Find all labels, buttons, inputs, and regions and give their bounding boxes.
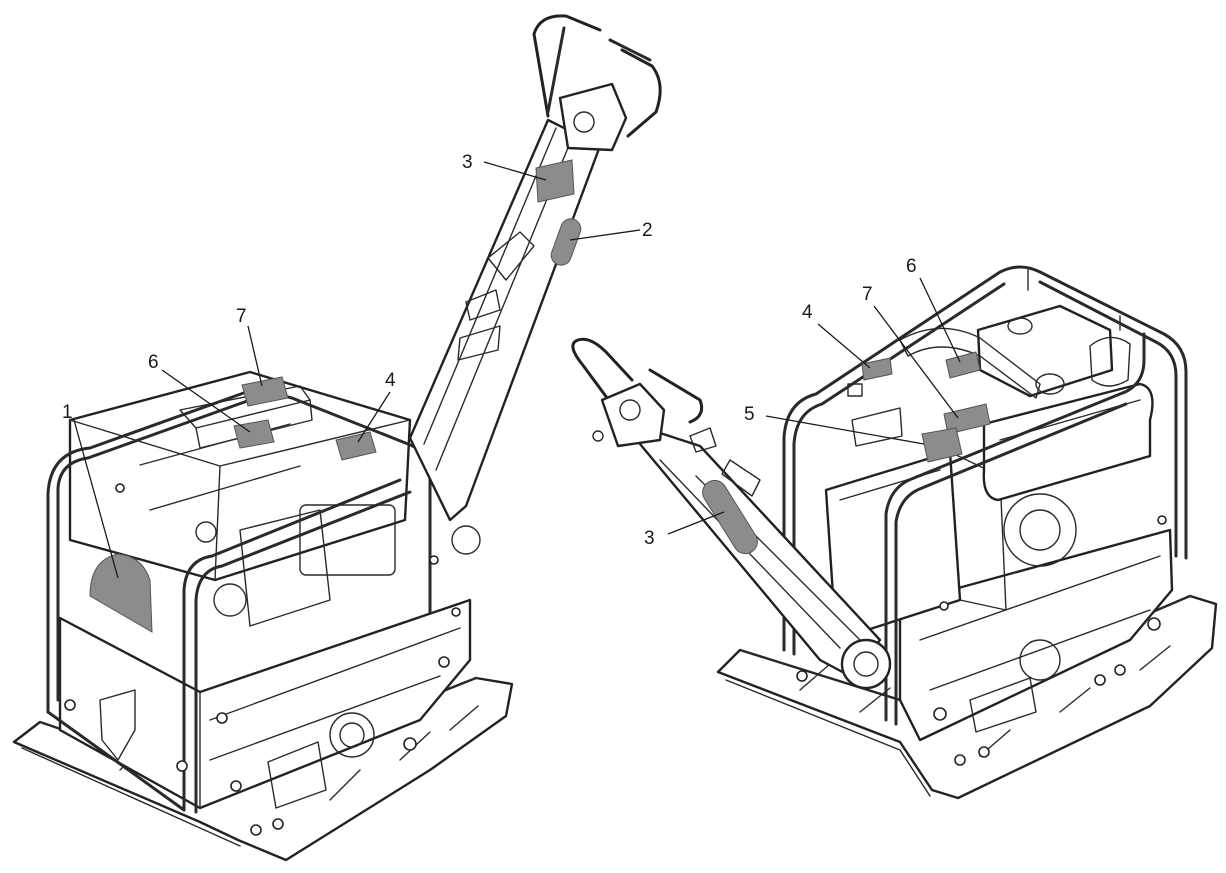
callout-2-left: 2 bbox=[642, 220, 653, 241]
decal-5-right bbox=[921, 427, 963, 463]
callout-6-right: 6 bbox=[906, 256, 917, 277]
callout-6-left: 6 bbox=[148, 352, 159, 373]
decal-7-right bbox=[943, 403, 991, 435]
callout-3-left: 3 bbox=[462, 152, 473, 173]
decal-3-right bbox=[702, 479, 758, 555]
decal-2-left bbox=[550, 218, 582, 266]
right-lower-housing bbox=[898, 528, 1174, 742]
decal-3-left bbox=[535, 159, 575, 203]
left-machine: 1 2 3 4 6 7 bbox=[12, 14, 662, 862]
decal-7-left bbox=[241, 376, 289, 407]
right-machine: 3 4 5 6 7 bbox=[571, 256, 1218, 800]
callout-5-right: 5 bbox=[744, 404, 755, 425]
right-fuel-tank bbox=[982, 382, 1154, 502]
decal-1-left bbox=[89, 553, 153, 633]
right-roll-cage bbox=[782, 265, 1188, 652]
decal-4-right bbox=[861, 357, 893, 381]
callout-4-left: 4 bbox=[385, 370, 396, 391]
callout-1-left: 1 bbox=[62, 402, 73, 423]
left-handle-bar bbox=[408, 118, 602, 522]
left-handle-grip bbox=[532, 14, 662, 138]
left-lower-housing bbox=[58, 598, 472, 810]
callout-7-right: 7 bbox=[862, 284, 873, 305]
decal-4-left bbox=[335, 431, 377, 461]
decal-6-right bbox=[945, 351, 981, 379]
callout-7-left: 7 bbox=[236, 306, 247, 327]
right-handle-grip bbox=[571, 337, 704, 424]
callout-3-right: 3 bbox=[644, 528, 655, 549]
callout-4-right: 4 bbox=[802, 302, 813, 323]
